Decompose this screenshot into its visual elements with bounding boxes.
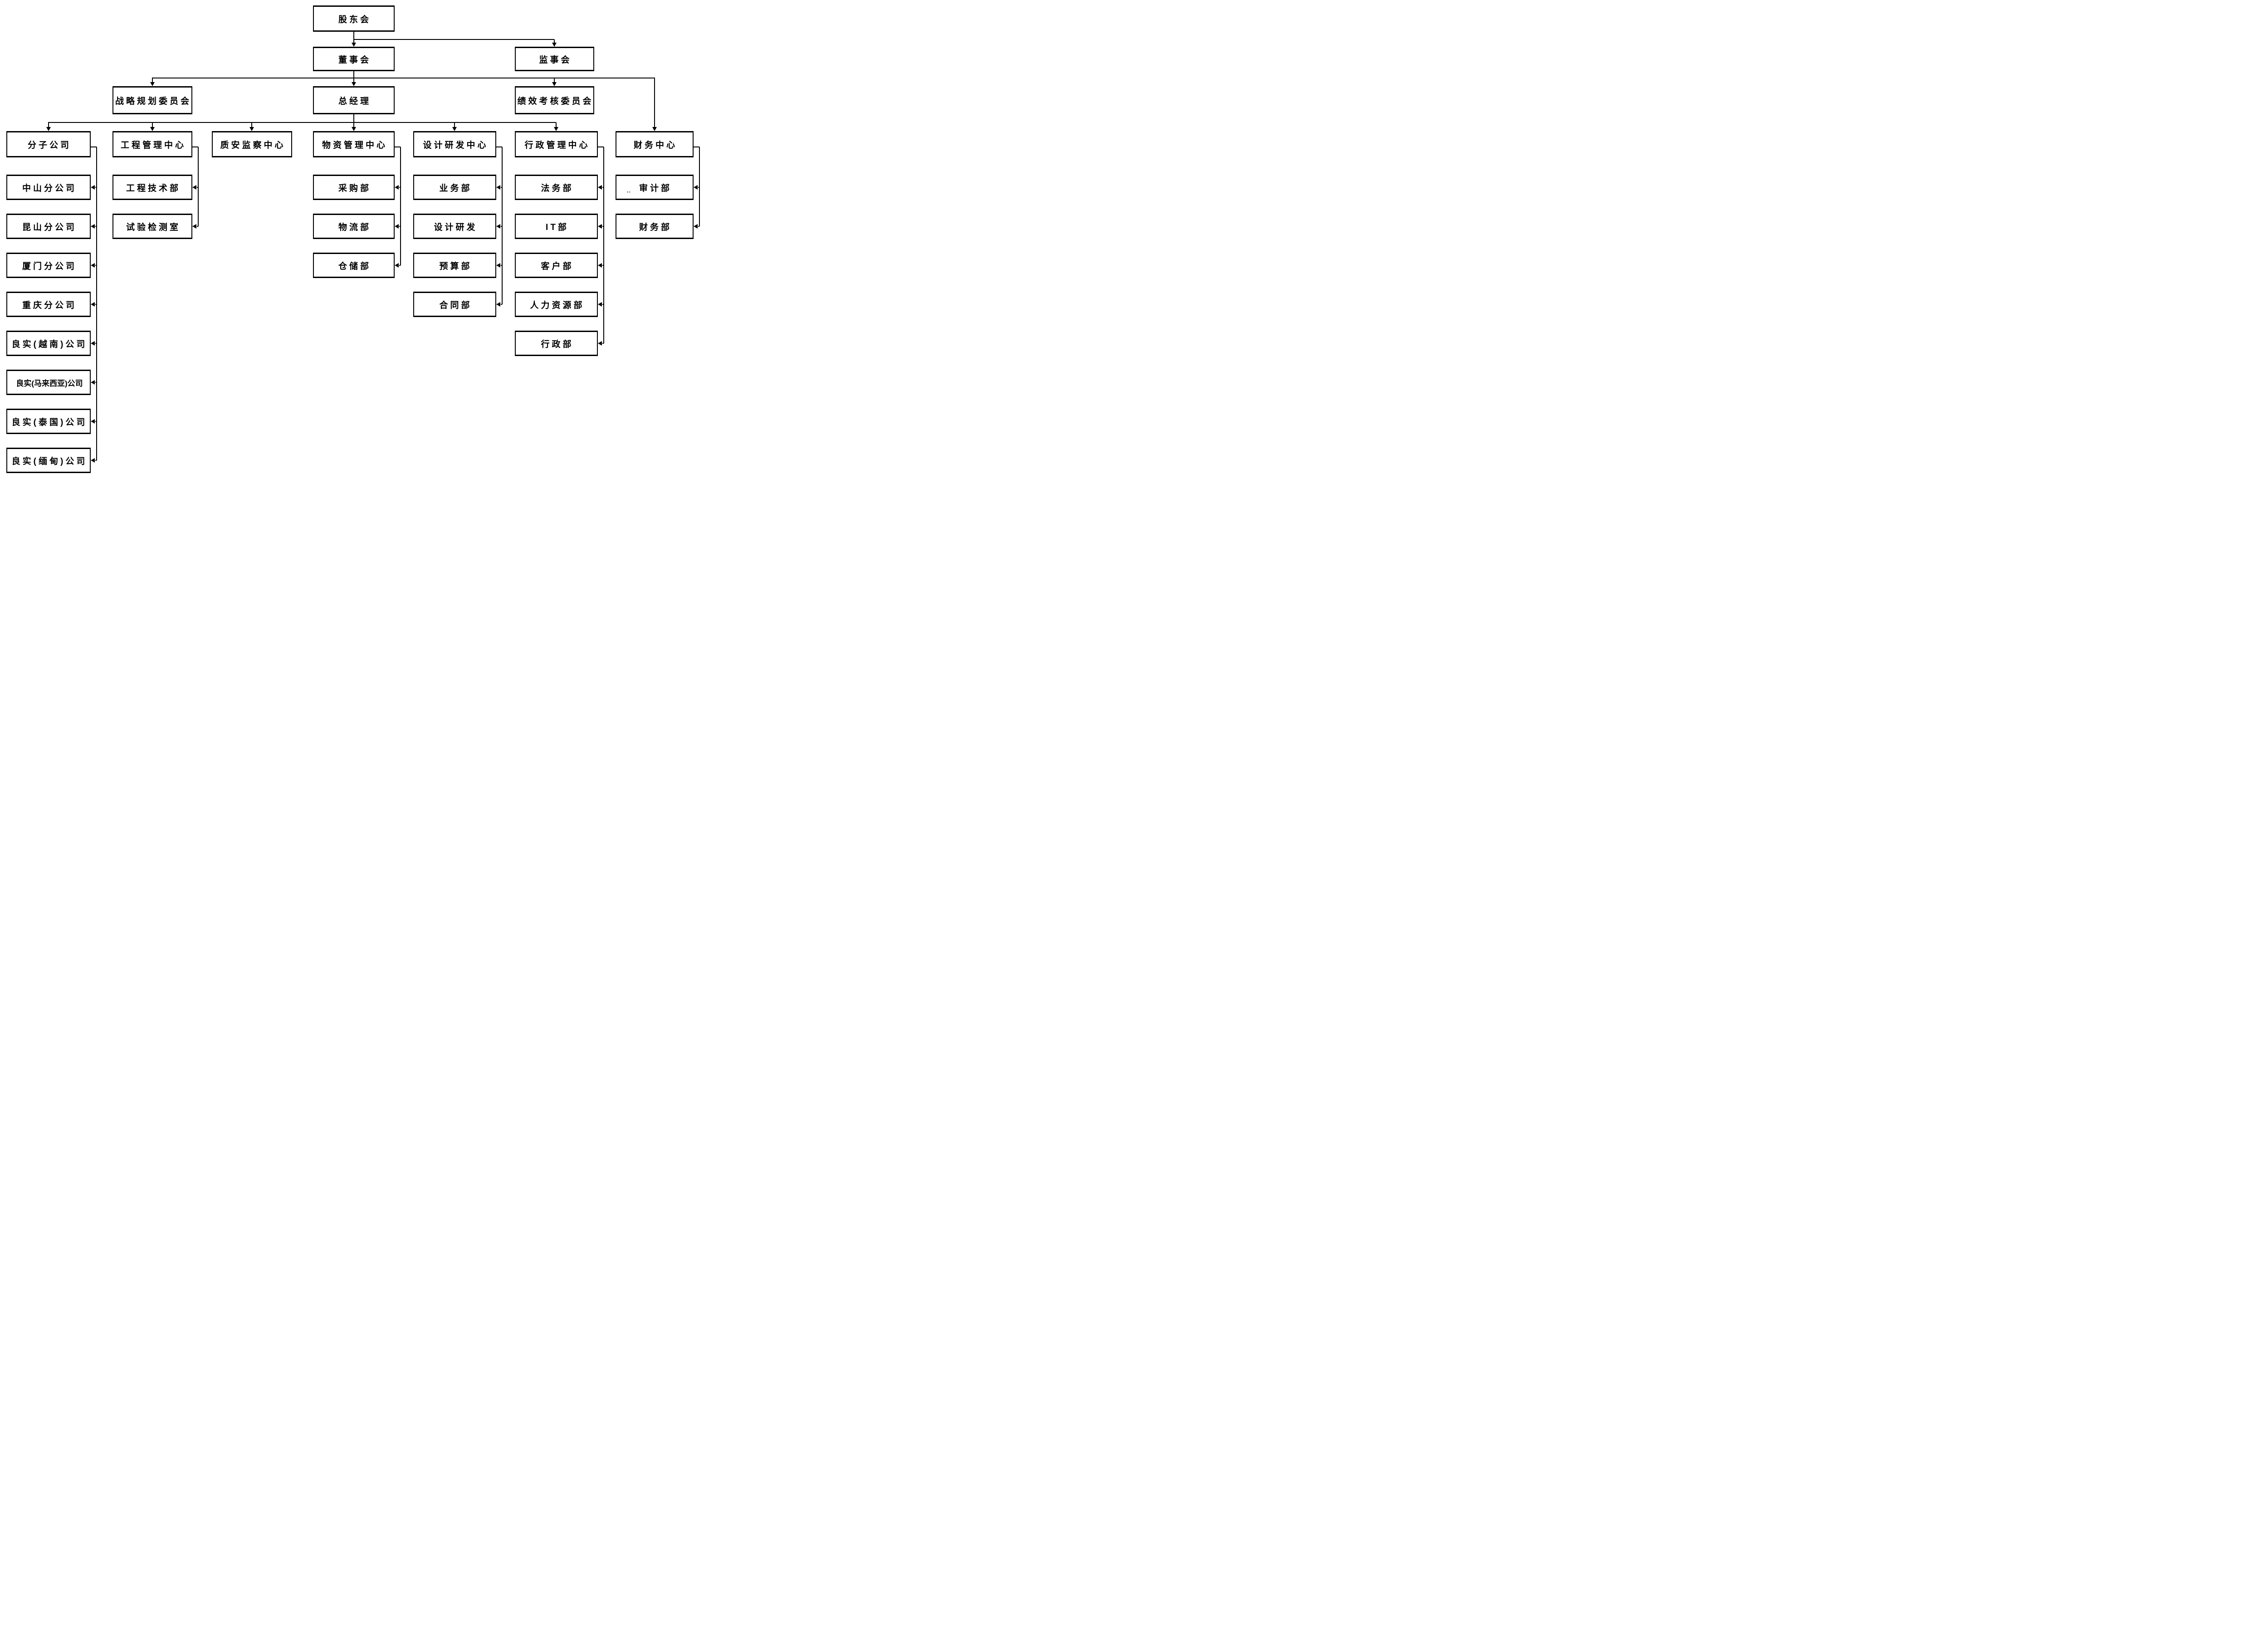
org-node-label: 人力资源部 — [530, 300, 585, 310]
org-node-zhongshan-branch: 中山分公司 — [6, 175, 91, 200]
org-node-label: 仓储部 — [338, 261, 371, 271]
org-node-strategic-planning-committee: 战略规划委员会 — [112, 86, 192, 114]
org-node-label: 良实(泰国)公司 — [11, 417, 88, 427]
org-node-label: 设计研发 — [434, 222, 478, 232]
org-node-label: 分子公司 — [27, 140, 71, 150]
org-node-label: IT部 — [546, 222, 569, 232]
org-node-quality-safety-supervision-center: 质安监察中心 — [212, 131, 292, 157]
org-node-liangshi-vietnam: 良实(越南)公司 — [6, 331, 91, 356]
edge-subsidiaries-children — [91, 146, 97, 463]
org-node-label: 预算部 — [439, 261, 472, 271]
edge-shareholders-children — [352, 32, 557, 47]
org-node-label: 监事会 — [539, 55, 572, 65]
org-node-label: 试验检测室 — [126, 222, 181, 232]
org-node-design-rd-dept: 设计研发 — [413, 214, 496, 239]
org-node-label: 业务部 — [439, 183, 472, 193]
org-node-admin-dept: 行政部 — [515, 331, 598, 356]
org-node-label: 物流部 — [338, 222, 371, 232]
org-node-label: 工程管理中心 — [120, 140, 186, 150]
org-node-budget-dept: 预算部 — [413, 253, 496, 278]
org-node-label: 质安监察中心 — [220, 140, 286, 150]
org-node-engineering-technology-dept: 工程技术部 — [112, 175, 192, 200]
org-node-liangshi-thailand: 良实(泰国)公司 — [6, 409, 91, 434]
org-node-hr-dept: 人力资源部 — [515, 292, 598, 317]
org-node-liangshi-myanmar: 良实(缅甸)公司 — [6, 448, 91, 473]
org-node-audit-dept: 审计部 — [616, 175, 694, 200]
org-node-label: 总经理 — [338, 96, 371, 106]
org-node-label: 绩效考核委员会 — [517, 96, 594, 106]
org-node-label: 审计部 — [639, 183, 672, 193]
org-node-label: 良实(马来西亚)公司 — [16, 379, 83, 388]
org-node-administrative-management-center: 行政管理中心 — [515, 131, 598, 157]
org-node-label: 财务中心 — [633, 140, 677, 150]
edge-design-center-children — [496, 146, 503, 307]
org-node-label: 采购部 — [338, 183, 371, 193]
org-node-materials-management-center: 物资管理中心 — [313, 131, 395, 157]
org-node-shareholders-meeting: 股东会 — [313, 5, 395, 32]
org-node-label: 昆山分公司 — [22, 222, 77, 232]
org-node-supervisory-board: 监事会 — [515, 47, 594, 71]
org-node-engineering-management-center: 工程管理中心 — [112, 131, 192, 157]
org-node-board-of-directors: 董事会 — [313, 47, 395, 71]
org-node-customer-dept: 客户部 — [515, 253, 598, 278]
connector-layer — [46, 32, 700, 463]
org-node-liangshi-malaysia: 良实(马来西亚)公司 — [6, 370, 91, 395]
org-node-finance-dept: 财务部 — [616, 214, 694, 239]
edge-materials-center-children — [395, 146, 401, 268]
org-node-label: 物资管理中心 — [322, 140, 387, 150]
org-node-business-dept: 业务部 — [413, 175, 496, 200]
edge-engineering-center-children — [192, 146, 199, 229]
org-node-general-manager: 总经理 — [313, 86, 395, 114]
org-node-chongqing-branch: 重庆分公司 — [6, 292, 91, 317]
org-node-legal-dept: 法务部 — [515, 175, 598, 200]
org-node-contract-dept: 合同部 — [413, 292, 496, 317]
scan-artifact-mark: -- — [627, 190, 631, 195]
org-node-label: 客户部 — [541, 261, 574, 271]
org-node-label: 工程技术部 — [126, 183, 181, 193]
org-node-logistics-dept: 物流部 — [313, 214, 395, 239]
org-node-xiamen-branch: 厦门分公司 — [6, 253, 91, 278]
org-node-label: 良实(越南)公司 — [11, 339, 88, 349]
org-node-test-inspection-room: 试验检测室 — [112, 214, 192, 239]
org-node-finance-center: 财务中心 — [616, 131, 694, 157]
edge-finance-center-children — [694, 146, 700, 229]
org-node-warehouse-dept: 仓储部 — [313, 253, 395, 278]
org-node-label: 良实(缅甸)公司 — [11, 456, 88, 466]
org-node-performance-appraisal-committee: 绩效考核委员会 — [515, 86, 594, 114]
edge-admin-center-children — [598, 146, 604, 346]
org-chart-canvas: 股东会 董事会 监事会 战略规划委员会 总经理 绩效考核委员会 分子公司 工程管… — [0, 0, 701, 475]
org-node-label: 战略规划委员会 — [115, 96, 192, 106]
org-node-subsidiaries: 分子公司 — [6, 131, 91, 157]
org-node-label: 厦门分公司 — [22, 261, 77, 271]
org-node-label: 重庆分公司 — [22, 300, 77, 310]
org-node-procurement-dept: 采购部 — [313, 175, 395, 200]
org-node-label: 股东会 — [338, 15, 371, 24]
org-node-kunshan-branch: 昆山分公司 — [6, 214, 91, 239]
org-node-label: 合同部 — [439, 300, 472, 310]
edge-board-children — [150, 71, 657, 131]
edge-general-manager-children — [46, 114, 558, 131]
org-node-design-rd-center: 设计研发中心 — [413, 131, 496, 157]
org-node-label: 中山分公司 — [22, 183, 77, 193]
org-node-it-dept: IT部 — [515, 214, 598, 239]
org-node-label: 设计研发中心 — [423, 140, 489, 150]
org-node-label: 行政管理中心 — [524, 140, 590, 150]
org-node-label: 行政部 — [541, 339, 574, 349]
org-node-label: 财务部 — [639, 222, 672, 232]
org-node-label: 董事会 — [338, 55, 371, 65]
org-node-label: 法务部 — [541, 183, 574, 193]
